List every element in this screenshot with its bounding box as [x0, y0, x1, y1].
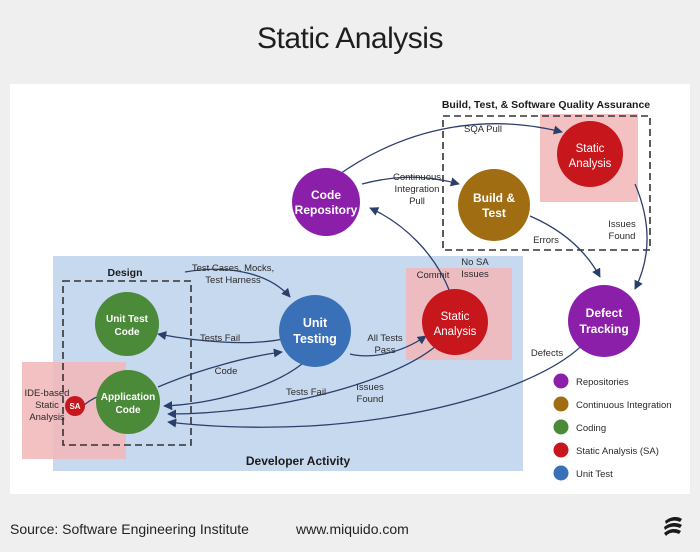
label-issues-found-bottom-1: Issues	[356, 382, 384, 393]
site-url: www.miquido.com	[296, 521, 409, 537]
diagram-panel: Build, Test, & Software Quality Assuranc…	[10, 84, 690, 494]
page-title: Static Analysis	[257, 22, 443, 55]
label-all-tests-pass-1: All Tests	[367, 333, 402, 344]
node-application-code: Application Code	[96, 370, 160, 434]
design-group	[62, 280, 192, 446]
build-test-label-1: Build &	[473, 191, 515, 205]
node-defect-tracking: Defect Tracking	[568, 285, 640, 357]
label-issues-found-top-2: Found	[609, 231, 636, 242]
build-test-sqa-label: Build, Test, & Software Quality Assuranc…	[442, 99, 650, 111]
code-repository-label-1: Code	[311, 188, 341, 202]
label-ci-pull-2: Integration	[395, 184, 440, 195]
unit-test-code-label-1: Unit Test	[106, 314, 149, 325]
legend-swatch	[553, 442, 569, 458]
label-issues-found-bottom-2: Found	[357, 394, 384, 405]
label-no-sa-issues-1: No SA	[461, 257, 489, 268]
arrow-commit	[369, 207, 451, 293]
static-analysis-top-label-2: Analysis	[569, 158, 612, 170]
defect-tracking-label-1: Defect	[586, 306, 623, 320]
label-test-cases-1: Test Cases, Mocks,	[192, 263, 274, 274]
legend: Repositories Continuous Integration Codi…	[553, 373, 672, 481]
build-test-label-2: Test	[482, 206, 506, 220]
label-ci-pull-3: Pull	[409, 196, 425, 207]
static-analysis-diagram: Build, Test, & Software Quality Assuranc…	[22, 99, 672, 481]
node-static-analysis-top: Static Analysis	[557, 121, 623, 187]
node-unit-testing: Unit Testing	[279, 295, 351, 367]
legend-item: Coding	[553, 419, 606, 435]
node-code-repository: Code Repository	[292, 168, 360, 236]
arrow-tests-fail-bottom	[163, 363, 303, 411]
legend-item: Repositories	[553, 373, 629, 389]
arrow-all-tests-pass	[349, 335, 427, 357]
legend-label: Continuous Integration	[576, 400, 672, 411]
label-test-cases-2: Test Harness	[205, 275, 261, 286]
unit-testing-label-2: Testing	[293, 332, 337, 346]
node-unit-test-code: Unit Test Code	[95, 292, 159, 356]
label-commit: Commit	[417, 270, 450, 281]
label-all-tests-pass-2: Pass	[374, 345, 395, 356]
legend-label: Repositories	[576, 377, 629, 388]
developer-activity-label: Developer Activity	[246, 454, 351, 468]
arrow-errors	[529, 215, 601, 278]
label-ide-based-1: IDE-based	[25, 388, 70, 399]
arrow-code	[157, 348, 283, 388]
static-analysis-mid-label-2: Analysis	[434, 326, 477, 338]
arrow-defects	[167, 338, 589, 428]
defect-tracking-label-2: Tracking	[579, 322, 628, 336]
label-ide-based-2: Static	[35, 400, 59, 411]
code-repository-label-2: Repository	[295, 203, 358, 217]
node-build-test: Build & Test	[458, 169, 530, 241]
label-tests-fail-bottom: Tests Fail	[286, 387, 326, 398]
sa-small-label: SA	[69, 402, 80, 411]
label-sqa-pull: SQA Pull	[464, 124, 502, 135]
legend-swatch	[553, 373, 569, 389]
arrow-issues-found-bottom	[167, 345, 437, 419]
legend-swatch	[553, 419, 569, 435]
legend-swatch	[553, 396, 569, 412]
label-no-sa-issues-2: Issues	[461, 269, 489, 280]
legend-label: Static Analysis (SA)	[576, 446, 659, 457]
legend-item: Unit Test	[553, 465, 613, 481]
arrow-issues-found-top	[634, 183, 648, 290]
label-code: Code	[215, 366, 238, 377]
arrow-ci-pull	[361, 176, 460, 187]
static-analysis-mid-label-1: Static	[441, 311, 470, 323]
label-ide-based-3: Analysis	[29, 412, 65, 423]
node-sa-small: SA	[65, 396, 85, 416]
legend-label: Unit Test	[576, 469, 613, 480]
static-analysis-top-label-1: Static	[576, 143, 605, 155]
arrow-test-cases	[184, 268, 291, 298]
miquido-logo-icon	[662, 514, 684, 538]
unit-testing-label-1: Unit	[303, 316, 328, 330]
arrow-sqa-pull	[336, 123, 563, 177]
legend-label: Coding	[576, 423, 606, 434]
application-code-label-2: Code	[116, 405, 141, 416]
legend-item: Continuous Integration	[553, 396, 672, 412]
build-test-sqa-group	[442, 115, 651, 251]
source-credit: Source: Software Engineering Institute	[10, 521, 249, 537]
legend-swatch	[553, 465, 569, 481]
label-defects: Defects	[531, 348, 563, 359]
label-issues-found-top-1: Issues	[608, 219, 636, 230]
label-errors: Errors	[533, 235, 559, 246]
design-label: Design	[107, 267, 142, 279]
node-static-analysis-mid: Static Analysis	[422, 289, 488, 355]
application-code-label-1: Application	[101, 392, 155, 403]
unit-test-code-label-2: Code	[115, 327, 140, 338]
label-tests-fail-top: Tests Fail	[200, 333, 240, 344]
label-ci-pull-1: Continuous	[393, 172, 441, 183]
arrow-tests-fail-top	[157, 331, 284, 344]
legend-item: Static Analysis (SA)	[553, 442, 659, 458]
